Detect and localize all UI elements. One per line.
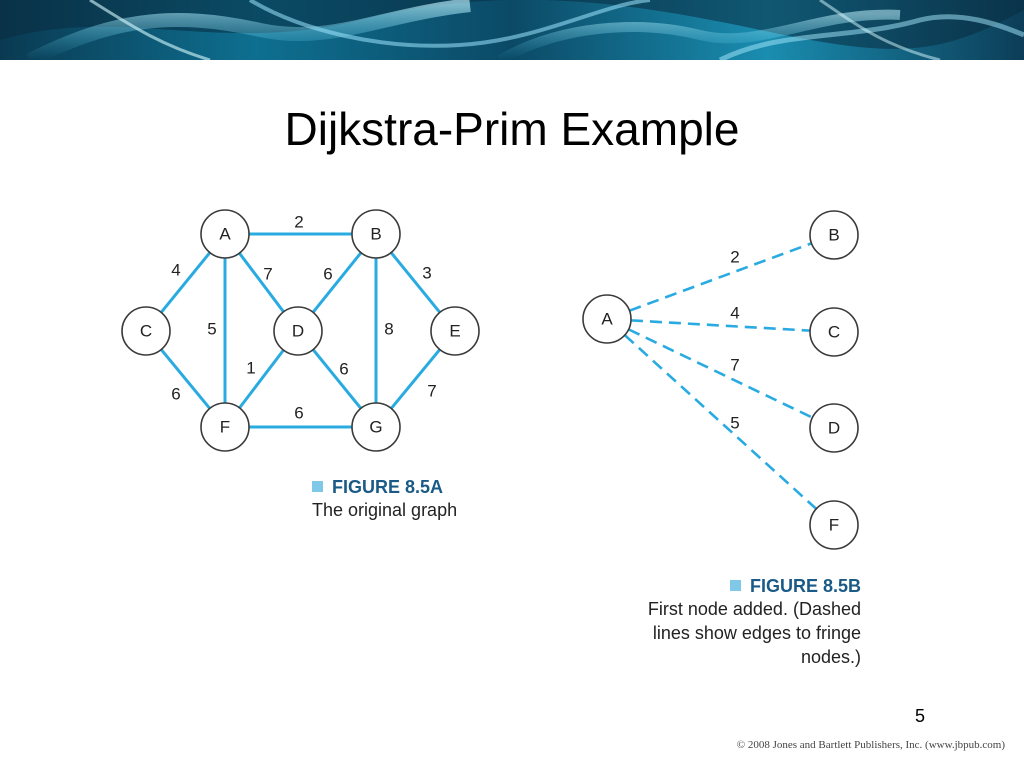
edge-weight-label: 6 — [294, 404, 303, 423]
edge-a-c — [159, 251, 212, 314]
edge-weight-label: 7 — [263, 265, 272, 284]
node-label: C — [140, 322, 152, 341]
square-bullet-icon — [312, 481, 323, 492]
edge-b-e — [389, 251, 442, 314]
node-label: A — [219, 225, 231, 244]
edge-a-d — [238, 252, 285, 313]
node-b — [809, 210, 859, 260]
edge-a-b — [629, 242, 812, 312]
edge-weight-label: 8 — [384, 320, 393, 339]
node-c — [121, 306, 171, 356]
node-label: G — [369, 418, 382, 437]
edge-d-f — [238, 349, 285, 409]
node-f — [809, 500, 859, 550]
node-label: D — [292, 322, 304, 341]
node-b — [351, 209, 401, 259]
figure-a-title: FIGURE 8.5A — [332, 477, 444, 497]
edge-d-g — [311, 348, 363, 410]
slide-title: Dijkstra-Prim Example — [284, 103, 740, 155]
edge-weight-label: 2 — [294, 213, 303, 232]
node-label: D — [828, 419, 840, 438]
node-a — [200, 209, 250, 259]
figure-b-caption-line: nodes.) — [800, 647, 861, 667]
header-banner-image — [0, 0, 1024, 60]
edge-weight-label: 6 — [339, 360, 348, 379]
figure-a-caption: FIGURE 8.5A The original graph — [312, 477, 512, 522]
node-e — [430, 306, 480, 356]
edge-weight-label: 4 — [171, 261, 180, 280]
figure-b-title: FIGURE 8.5B — [749, 576, 861, 596]
edge-weight-label: 3 — [422, 264, 431, 283]
figure-a-subtitle: The original graph — [312, 500, 458, 520]
node-d — [809, 403, 859, 453]
edge-weight-label: 1 — [246, 359, 255, 378]
node-a — [582, 294, 632, 344]
figure-b-caption: FIGURE 8.5B First node added. (Dashed li… — [580, 576, 861, 669]
edge-weight-label: 6 — [323, 265, 332, 284]
node-c — [809, 307, 859, 357]
edge-weight-label: 5 — [207, 320, 216, 339]
figure-b-caption-line: First node added. (Dashed — [647, 599, 861, 619]
node-label: F — [829, 516, 839, 535]
edge-weight-label: 7 — [730, 356, 739, 375]
edge-e-g — [390, 348, 441, 410]
edge-weight-label: 6 — [171, 385, 180, 404]
node-label: A — [601, 310, 613, 329]
edge-a-f — [623, 334, 818, 510]
edge-weight-label: 2 — [730, 248, 739, 267]
edge-c-f — [160, 348, 211, 410]
figure-b-caption-line: lines show edges to fringe — [652, 623, 861, 643]
edge-weight-label: 5 — [730, 414, 739, 433]
node-label: F — [220, 418, 230, 437]
node-label: E — [449, 322, 460, 341]
edge-a-d — [628, 328, 813, 419]
page-number: 5 — [915, 706, 926, 726]
edge-weight-label: 4 — [730, 304, 739, 323]
edge-b-d — [311, 251, 363, 314]
square-bullet-icon — [729, 580, 741, 591]
node-d — [273, 306, 323, 356]
node-f — [200, 402, 250, 452]
edge-weight-label: 7 — [427, 382, 436, 401]
node-g — [351, 402, 401, 452]
copyright-notice: © 2008 Jones and Bartlett Publishers, In… — [736, 739, 1005, 751]
node-label: B — [828, 226, 839, 245]
node-label: C — [828, 323, 840, 342]
node-label: B — [370, 225, 381, 244]
edge-a-c — [630, 319, 811, 332]
